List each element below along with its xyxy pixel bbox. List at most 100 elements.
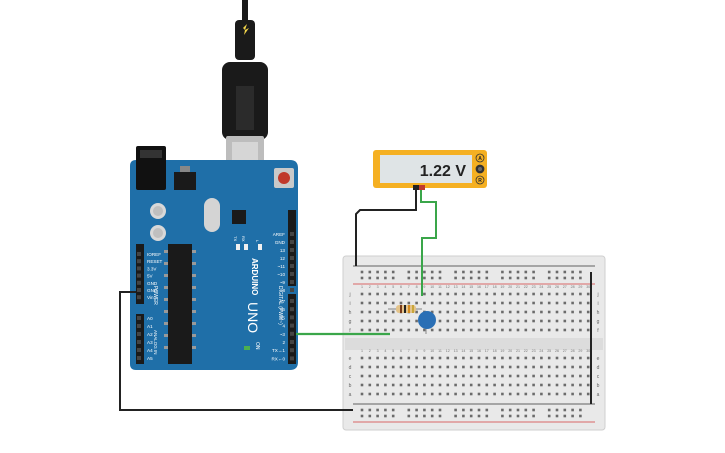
breadboard-hole[interactable] <box>391 374 395 378</box>
breadboard-hole[interactable] <box>423 292 426 296</box>
breadboard-hole[interactable] <box>446 328 450 332</box>
breadboard-hole[interactable] <box>368 319 372 323</box>
breadboard-hole[interactable] <box>579 270 582 274</box>
digital-pin-label-socket[interactable] <box>290 315 294 320</box>
mode-r-button[interactable] <box>475 175 485 185</box>
mode-a-button[interactable] <box>475 153 485 163</box>
breadboard-hole[interactable] <box>423 328 426 332</box>
breadboard-hole[interactable] <box>547 408 551 412</box>
breadboard-hole[interactable] <box>547 383 551 387</box>
breadboard-hole[interactable] <box>454 383 457 387</box>
breadboard-hole[interactable] <box>532 365 535 369</box>
breadboard-hole[interactable] <box>462 310 465 314</box>
breadboard-hole[interactable] <box>376 310 379 314</box>
breadboard-hole[interactable] <box>438 383 442 387</box>
breadboard-hole[interactable] <box>532 276 535 280</box>
power-pin-label-socket[interactable] <box>137 273 141 278</box>
breadboard-hole[interactable] <box>462 374 465 378</box>
breadboard-hole[interactable] <box>524 383 528 387</box>
breadboard-hole[interactable] <box>508 328 512 332</box>
breadboard-hole[interactable] <box>563 356 567 360</box>
breadboard-hole[interactable] <box>516 276 520 280</box>
breadboard-hole[interactable] <box>454 392 457 396</box>
breadboard-hole[interactable] <box>516 374 520 378</box>
breadboard-hole[interactable] <box>438 356 442 360</box>
breadboard-hole[interactable] <box>384 301 387 305</box>
breadboard-hole[interactable] <box>555 328 559 332</box>
breadboard-hole[interactable] <box>407 408 411 412</box>
breadboard-hole[interactable] <box>360 408 364 412</box>
breadboard-hole[interactable] <box>469 374 473 378</box>
breadboard-hole[interactable] <box>454 328 457 332</box>
breadboard-hole[interactable] <box>540 310 543 314</box>
breadboard-hole[interactable] <box>485 383 489 387</box>
breadboard-hole[interactable] <box>547 276 551 280</box>
power-pin-label-socket[interactable] <box>137 295 141 300</box>
breadboard-hole[interactable] <box>407 356 411 360</box>
analog-header[interactable] <box>136 314 144 364</box>
breadboard-hole[interactable] <box>391 392 395 396</box>
resistor[interactable] <box>388 305 422 313</box>
breadboard-hole[interactable] <box>360 292 364 296</box>
breadboard-hole[interactable] <box>547 319 551 323</box>
breadboard-hole[interactable] <box>430 328 434 332</box>
breadboard-hole[interactable] <box>477 319 481 323</box>
breadboard-hole[interactable] <box>446 356 450 360</box>
breadboard-hole[interactable] <box>555 383 559 387</box>
breadboard-hole[interactable] <box>430 365 434 369</box>
breadboard-hole[interactable] <box>376 365 379 369</box>
breadboard-hole[interactable] <box>384 408 387 412</box>
breadboard-hole[interactable] <box>540 301 543 305</box>
breadboard-hole[interactable] <box>571 374 574 378</box>
breadboard-hole[interactable] <box>462 392 465 396</box>
breadboard-hole[interactable] <box>501 328 504 332</box>
breadboard-hole[interactable] <box>407 365 411 369</box>
breadboard-hole[interactable] <box>376 319 379 323</box>
breadboard-hole[interactable] <box>508 392 512 396</box>
negative-probe-terminal[interactable] <box>413 185 419 190</box>
breadboard-hole[interactable] <box>485 414 489 418</box>
breadboard-hole[interactable] <box>493 356 496 360</box>
breadboard-hole[interactable] <box>571 383 574 387</box>
breadboard-hole[interactable] <box>438 414 442 418</box>
breadboard-hole[interactable] <box>368 414 372 418</box>
breadboard-hole[interactable] <box>407 292 411 296</box>
multimeter[interactable]: 1.22 V A R <box>373 150 487 190</box>
breadboard-hole[interactable] <box>508 374 512 378</box>
breadboard-hole[interactable] <box>571 328 574 332</box>
breadboard-hole[interactable] <box>563 392 567 396</box>
power-pin-label-socket[interactable] <box>137 259 141 264</box>
breadboard-hole[interactable] <box>368 408 372 412</box>
green-wire-meter-positive[interactable] <box>420 188 437 296</box>
breadboard-hole[interactable] <box>477 310 481 314</box>
black-wire-ground[interactable] <box>119 291 353 411</box>
digital-pin-label-socket[interactable] <box>290 356 294 361</box>
breadboard-hole[interactable] <box>407 383 411 387</box>
black-wire-meter-negative[interactable] <box>355 188 417 266</box>
breadboard-hole[interactable] <box>485 319 489 323</box>
breadboard-hole[interactable] <box>454 301 457 305</box>
breadboard-hole[interactable] <box>407 374 411 378</box>
breadboard-hole[interactable] <box>555 408 559 412</box>
breadboard-hole[interactable] <box>399 301 403 305</box>
breadboard-hole[interactable] <box>462 328 465 332</box>
breadboard-hole[interactable] <box>493 319 496 323</box>
breadboard-hole[interactable] <box>524 408 528 412</box>
breadboard-hole[interactable] <box>376 276 379 280</box>
breadboard-hole[interactable] <box>430 383 434 387</box>
breadboard-hole[interactable] <box>555 276 559 280</box>
breadboard-hole[interactable] <box>571 392 574 396</box>
analog-pin-label-socket[interactable] <box>137 332 141 336</box>
digital-pin-label-socket[interactable] <box>290 264 294 268</box>
breadboard-hole[interactable] <box>485 301 489 305</box>
breadboard-hole[interactable] <box>469 310 473 314</box>
breadboard-hole[interactable] <box>477 270 481 274</box>
breadboard-hole[interactable] <box>407 414 411 418</box>
breadboard-hole[interactable] <box>563 328 567 332</box>
breadboard-hole[interactable] <box>524 270 528 274</box>
breadboard-hole[interactable] <box>399 374 403 378</box>
breadboard-hole[interactable] <box>462 365 465 369</box>
breadboard-hole[interactable] <box>571 356 574 360</box>
breadboard-hole[interactable] <box>438 365 442 369</box>
